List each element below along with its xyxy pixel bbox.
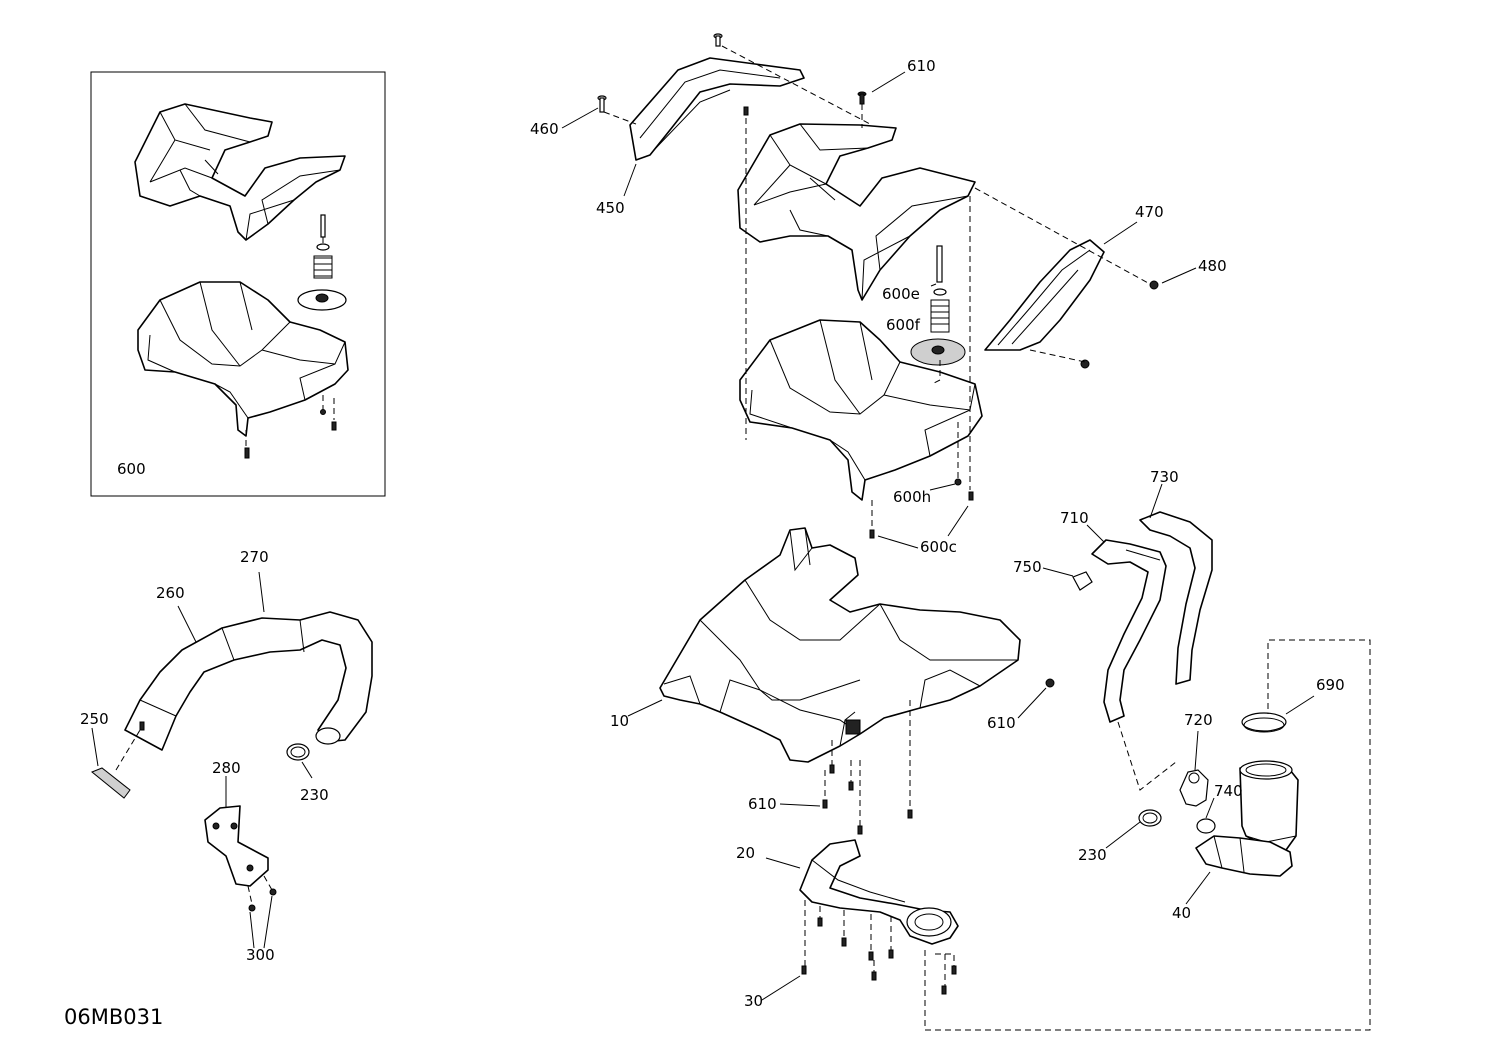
part-280-bracket xyxy=(204,805,269,887)
part-610-rivet-top xyxy=(857,91,867,105)
label-750: 750 xyxy=(1013,558,1042,576)
inset-assembly-600: 600 xyxy=(90,71,386,497)
label-470: 470 xyxy=(1135,203,1164,221)
part-730-hose xyxy=(1139,511,1213,685)
label-20: 20 xyxy=(736,844,755,862)
inset-frame xyxy=(90,71,386,497)
part-250-clip xyxy=(91,721,145,799)
label-280: 280 xyxy=(212,759,241,777)
screw-610-right xyxy=(1045,678,1055,688)
screw-300-a xyxy=(248,904,256,912)
part-740-clamp xyxy=(1196,818,1216,834)
screw-600c-right xyxy=(968,491,974,501)
part-upper-bezel xyxy=(737,123,976,301)
part-480-screw xyxy=(1149,280,1159,290)
inset-spring-stack xyxy=(297,214,347,311)
part-230-clamp-right xyxy=(1138,809,1162,827)
diagram-code: 06MB031 xyxy=(64,1005,163,1029)
label-450: 450 xyxy=(596,199,625,217)
part-230-clamp-left xyxy=(286,743,310,761)
label-10: 10 xyxy=(610,712,629,730)
screw-300-b xyxy=(269,888,277,896)
part-750-cap xyxy=(1072,571,1093,591)
label-30: 30 xyxy=(744,992,763,1010)
part-470-right-panel xyxy=(984,239,1105,351)
part-filter-housing xyxy=(1239,760,1299,851)
label-260: 260 xyxy=(156,584,185,602)
part-710-hose xyxy=(1091,539,1167,723)
label-710: 710 xyxy=(1060,509,1089,527)
part-40-elbow xyxy=(1195,835,1293,877)
part-20-duct xyxy=(799,839,959,945)
callout-labels: 450 460 610 470 480 600e 600f 600h 600c … xyxy=(80,57,1345,1010)
leader-lines xyxy=(91,71,1315,1001)
label-600e: 600e xyxy=(882,285,920,303)
airbox-mount xyxy=(845,719,861,735)
rivet-small-left xyxy=(743,106,749,116)
inset-lower-frame xyxy=(137,281,349,437)
label-740: 740 xyxy=(1214,782,1243,800)
label-600c: 600c xyxy=(920,538,957,556)
inset-label: 600 xyxy=(117,460,146,478)
label-600f: 600f xyxy=(886,316,921,334)
label-230-left: 230 xyxy=(300,786,329,804)
label-40: 40 xyxy=(1172,904,1191,922)
screw-600h xyxy=(954,478,962,486)
part-10-airbox xyxy=(659,527,1021,763)
label-690: 690 xyxy=(1316,676,1345,694)
label-610-right: 610 xyxy=(987,714,1016,732)
label-730: 730 xyxy=(1150,468,1179,486)
screw-600c-left xyxy=(869,529,875,539)
part-720-fitting xyxy=(1179,769,1209,807)
inset-upper-bezel xyxy=(134,103,346,241)
inset-bolts xyxy=(244,409,337,459)
label-300: 300 xyxy=(246,946,275,964)
part-260-270-intake-hose xyxy=(124,611,373,751)
screws-610-under xyxy=(822,764,913,835)
label-460: 460 xyxy=(530,120,559,138)
label-480: 480 xyxy=(1198,257,1227,275)
part-lower-frame xyxy=(739,319,983,501)
label-600h: 600h xyxy=(893,488,931,506)
top-rivet xyxy=(713,33,723,47)
label-610-top: 610 xyxy=(907,57,936,75)
label-720: 720 xyxy=(1184,711,1213,729)
part-600-spring-stack xyxy=(910,245,966,366)
label-610-bottom: 610 xyxy=(748,795,777,813)
label-250: 250 xyxy=(80,710,109,728)
label-270: 270 xyxy=(240,548,269,566)
part-450-left-panel xyxy=(629,57,805,161)
part-460-rivet xyxy=(597,95,607,113)
part-690-clamp xyxy=(1241,712,1287,733)
dashed-assembly-lines xyxy=(115,45,1371,1031)
label-230-right: 230 xyxy=(1078,846,1107,864)
